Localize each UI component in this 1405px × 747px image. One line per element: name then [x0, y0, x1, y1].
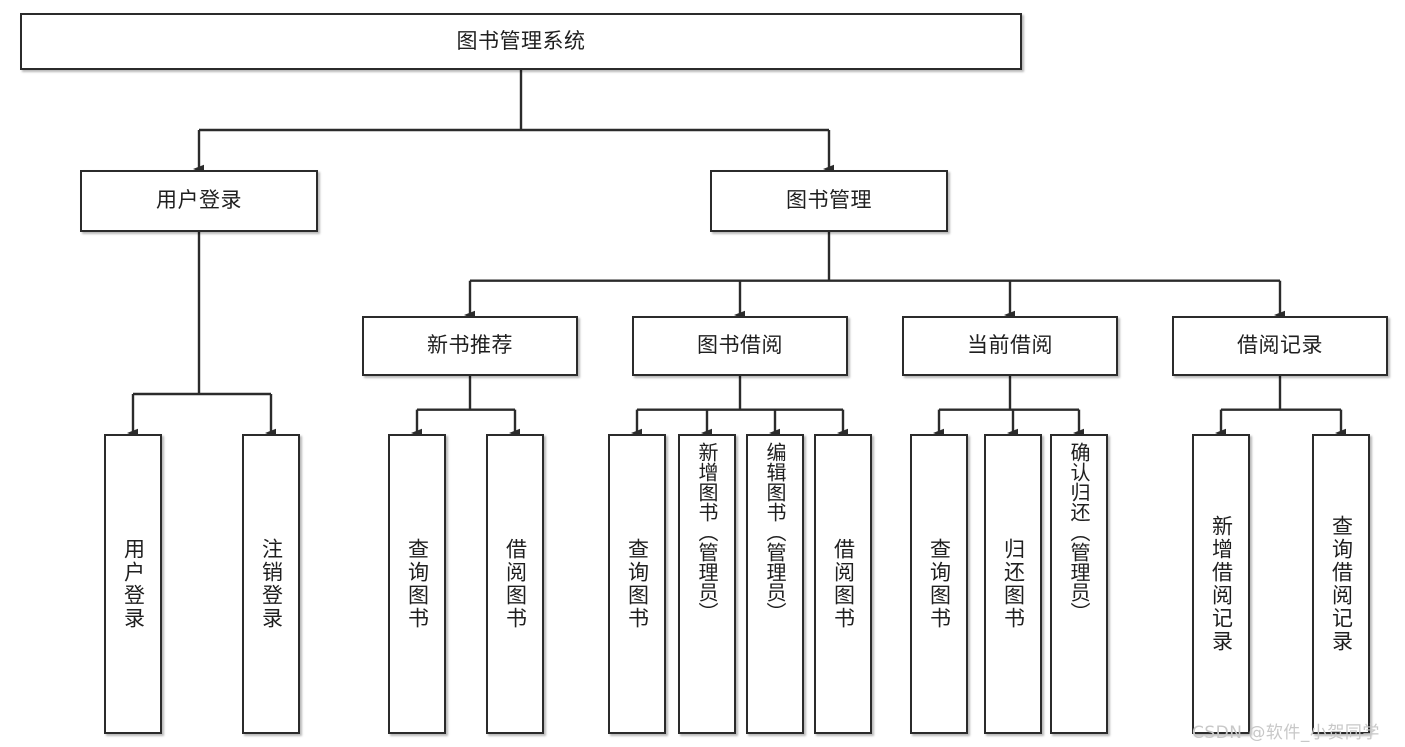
node-leaf-return-book[interactable]: 归还图书 [984, 434, 1042, 734]
node-book-manage[interactable]: 图书管理 [710, 170, 948, 232]
node-leaf-confirm-return-label: 确认归还（管理员） [1067, 442, 1091, 622]
node-leaf-edit-book[interactable]: 编辑图书（管理员） [746, 434, 804, 734]
node-leaf-add-book-label: 新增图书（管理员） [695, 442, 719, 622]
node-borrow-record[interactable]: 借阅记录 [1172, 316, 1388, 376]
node-book-manage-label: 图书管理 [786, 188, 872, 213]
node-leaf-borrow-book-rec[interactable]: 借阅图书 [486, 434, 544, 734]
node-new-book-rec[interactable]: 新书推荐 [362, 316, 578, 376]
node-new-book-rec-label: 新书推荐 [427, 333, 513, 358]
node-leaf-query-book-borrow-label: 查询图书 [625, 538, 650, 630]
node-leaf-query-book-cur[interactable]: 查询图书 [910, 434, 968, 734]
node-leaf-add-record[interactable]: 新增借阅记录 [1192, 434, 1250, 734]
node-leaf-add-record-label: 新增借阅记录 [1209, 515, 1234, 653]
node-leaf-add-book[interactable]: 新增图书（管理员） [678, 434, 736, 734]
node-root[interactable]: 图书管理系统 [20, 13, 1022, 70]
node-root-label: 图书管理系统 [456, 28, 586, 53]
node-leaf-query-record-label: 查询借阅记录 [1329, 515, 1354, 653]
node-current-borrow[interactable]: 当前借阅 [902, 316, 1118, 376]
node-book-borrow-label: 图书借阅 [697, 333, 783, 358]
node-leaf-user-login[interactable]: 用户登录 [104, 434, 162, 734]
node-user-login[interactable]: 用户登录 [80, 170, 318, 232]
node-leaf-return-book-label: 归还图书 [1001, 538, 1026, 630]
node-leaf-borrow-book-label: 借阅图书 [831, 538, 856, 630]
node-leaf-query-book-borrow[interactable]: 查询图书 [608, 434, 666, 734]
node-leaf-borrow-book-rec-label: 借阅图书 [503, 538, 528, 630]
node-leaf-confirm-return[interactable]: 确认归还（管理员） [1050, 434, 1108, 734]
node-leaf-edit-book-label: 编辑图书（管理员） [763, 442, 787, 622]
node-leaf-query-book-cur-label: 查询图书 [927, 538, 952, 630]
node-leaf-logout-label: 注销登录 [259, 538, 284, 630]
node-leaf-query-book-rec-label: 查询图书 [405, 538, 430, 630]
node-leaf-query-book-rec[interactable]: 查询图书 [388, 434, 446, 734]
node-leaf-logout[interactable]: 注销登录 [242, 434, 300, 734]
node-leaf-borrow-book[interactable]: 借阅图书 [814, 434, 872, 734]
node-current-borrow-label: 当前借阅 [967, 333, 1053, 358]
node-leaf-user-login-label: 用户登录 [121, 538, 146, 630]
node-leaf-query-record[interactable]: 查询借阅记录 [1312, 434, 1370, 734]
node-borrow-record-label: 借阅记录 [1237, 333, 1323, 358]
node-book-borrow[interactable]: 图书借阅 [632, 316, 848, 376]
node-user-login-label: 用户登录 [156, 188, 242, 213]
